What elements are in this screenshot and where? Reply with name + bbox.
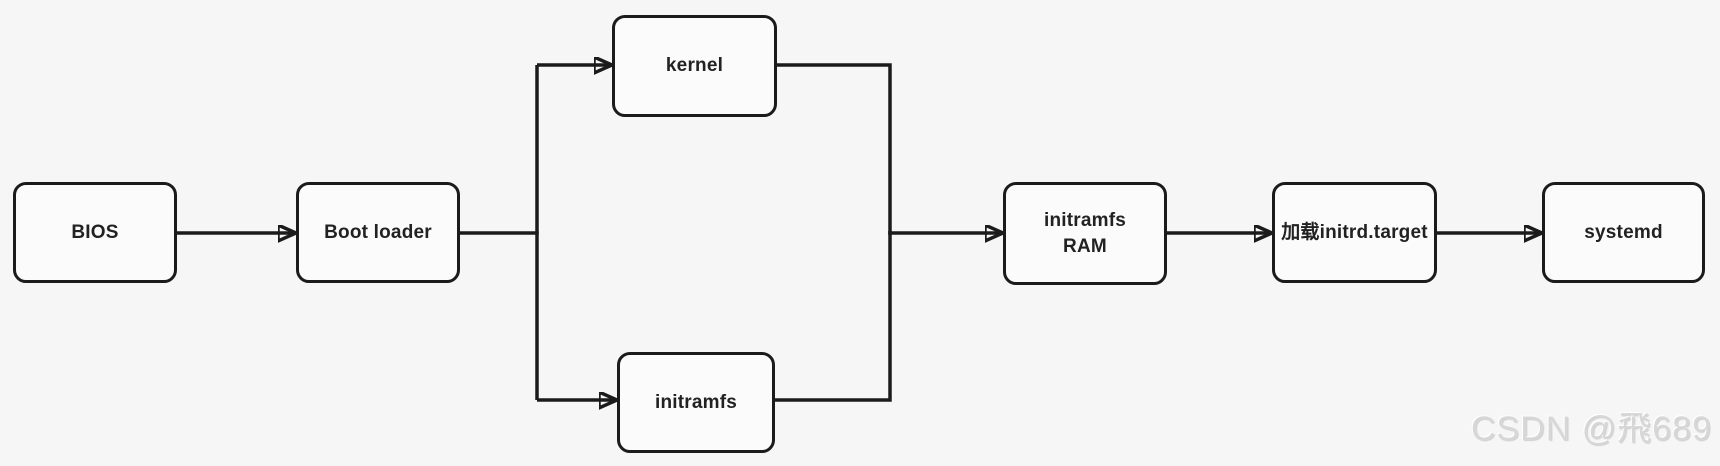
csdn-watermark: CSDN @飛689 bbox=[1470, 410, 1712, 448]
node-bios-label: BIOS bbox=[71, 221, 119, 243]
edge-kernel-merge bbox=[777, 63, 892, 235]
node-boot-loader: Boot loader bbox=[296, 182, 460, 283]
node-load-initrd-target: 加载initrd.target bbox=[1272, 182, 1437, 283]
node-initramfs: initramfs bbox=[617, 352, 775, 453]
node-kernel: kernel bbox=[612, 15, 777, 117]
node-kernel-label: kernel bbox=[665, 55, 724, 77]
node-bios: BIOS bbox=[13, 182, 177, 283]
node-systemd: systemd bbox=[1542, 182, 1705, 283]
node-initramfs-label: initramfs bbox=[654, 391, 738, 413]
node-load-initrd-target-label: 加载initrd.target bbox=[1281, 221, 1428, 243]
node-initramfs-ram: initramfs RAM bbox=[1003, 182, 1167, 285]
edge-initramfs-merge bbox=[775, 231, 892, 402]
node-boot-loader-label: Boot loader bbox=[324, 221, 432, 243]
node-systemd-label: systemd bbox=[1584, 221, 1663, 243]
node-initramfs-ram-label: initramfs RAM bbox=[1043, 209, 1127, 257]
